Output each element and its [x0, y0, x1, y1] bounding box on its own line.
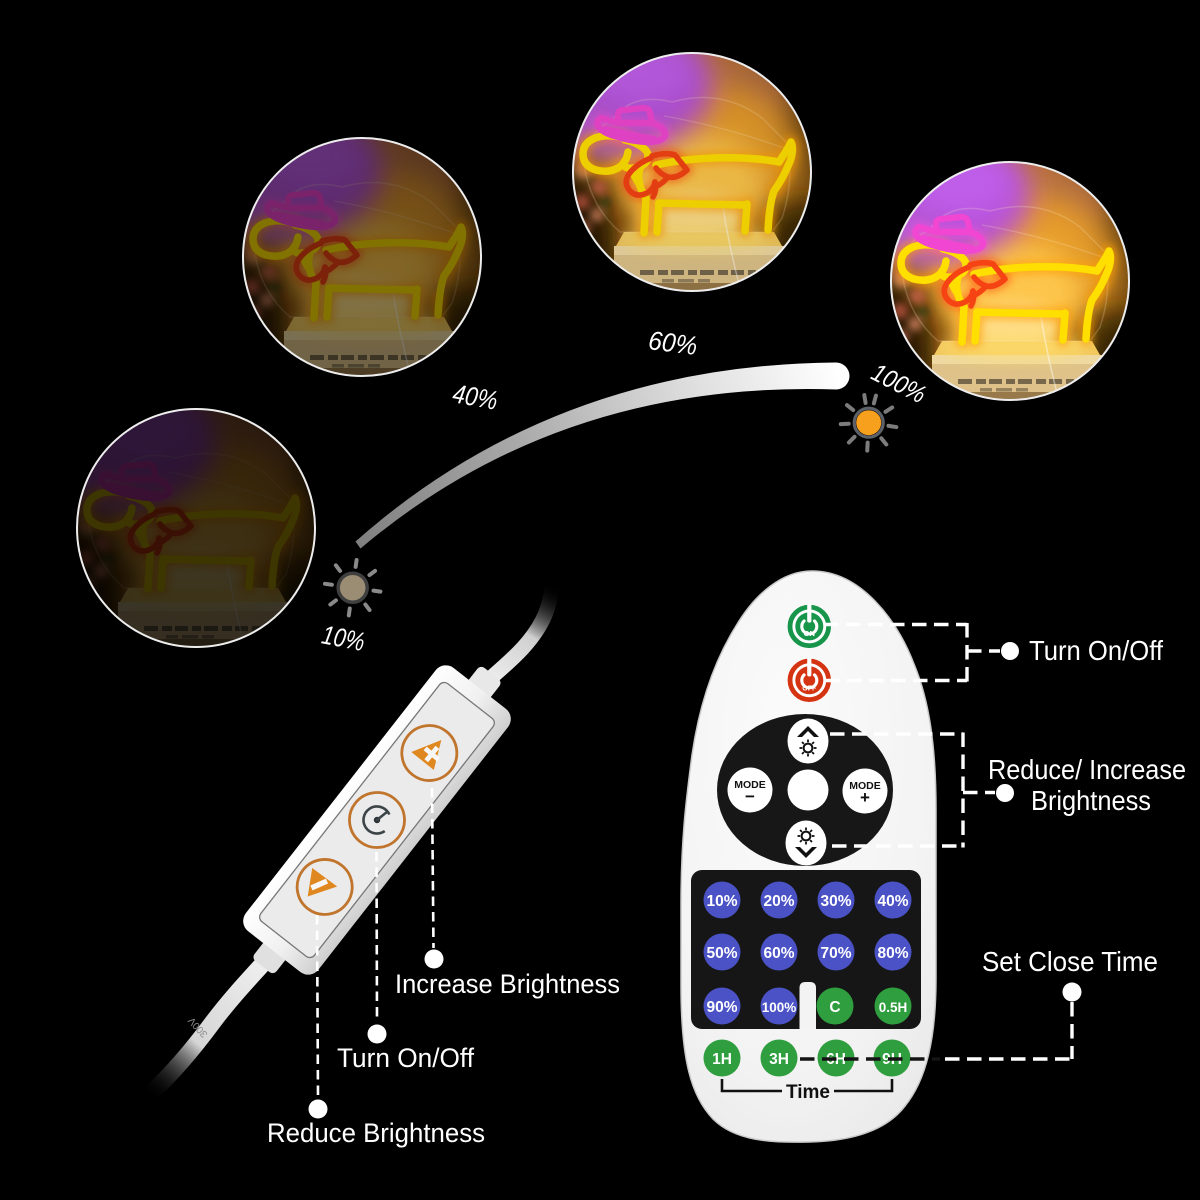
- svg-text:C: C: [829, 999, 840, 1016]
- svg-text:20%: 20%: [763, 893, 794, 910]
- svg-text:90%: 90%: [706, 999, 737, 1016]
- svg-text:Reduce/ Increase: Reduce/ Increase: [988, 754, 1186, 785]
- svg-text:Brightness: Brightness: [1031, 785, 1151, 816]
- svg-text:OFF: OFF: [802, 685, 817, 692]
- svg-text:40%: 40%: [877, 893, 908, 910]
- svg-text:50%: 50%: [706, 945, 737, 962]
- svg-text:ON: ON: [804, 629, 815, 638]
- svg-text:Set Close Time: Set Close Time: [982, 946, 1158, 977]
- svg-text:+: +: [860, 788, 870, 807]
- svg-text:Increase Brightness: Increase Brightness: [395, 969, 620, 999]
- svg-text:3H: 3H: [769, 1051, 789, 1068]
- svg-text:MODE: MODE: [849, 780, 881, 792]
- svg-text:30%: 30%: [820, 893, 851, 910]
- svg-text:70%: 70%: [820, 945, 851, 962]
- svg-text:Time: Time: [786, 1082, 830, 1103]
- svg-text:0.5H: 0.5H: [879, 1000, 908, 1015]
- svg-text:60%: 60%: [647, 325, 699, 361]
- svg-text:−: −: [745, 787, 755, 806]
- svg-text:1H: 1H: [712, 1051, 732, 1068]
- svg-text:60%: 60%: [763, 945, 794, 962]
- svg-text:10%: 10%: [706, 893, 737, 910]
- svg-text:Reduce Brightness: Reduce Brightness: [267, 1118, 485, 1148]
- svg-text:80%: 80%: [877, 945, 908, 962]
- svg-text:100%: 100%: [762, 1000, 797, 1015]
- svg-text:Turn On/Off: Turn On/Off: [1029, 635, 1163, 666]
- svg-text:Turn On/Off: Turn On/Off: [337, 1043, 474, 1073]
- svg-text:MODE: MODE: [734, 779, 766, 791]
